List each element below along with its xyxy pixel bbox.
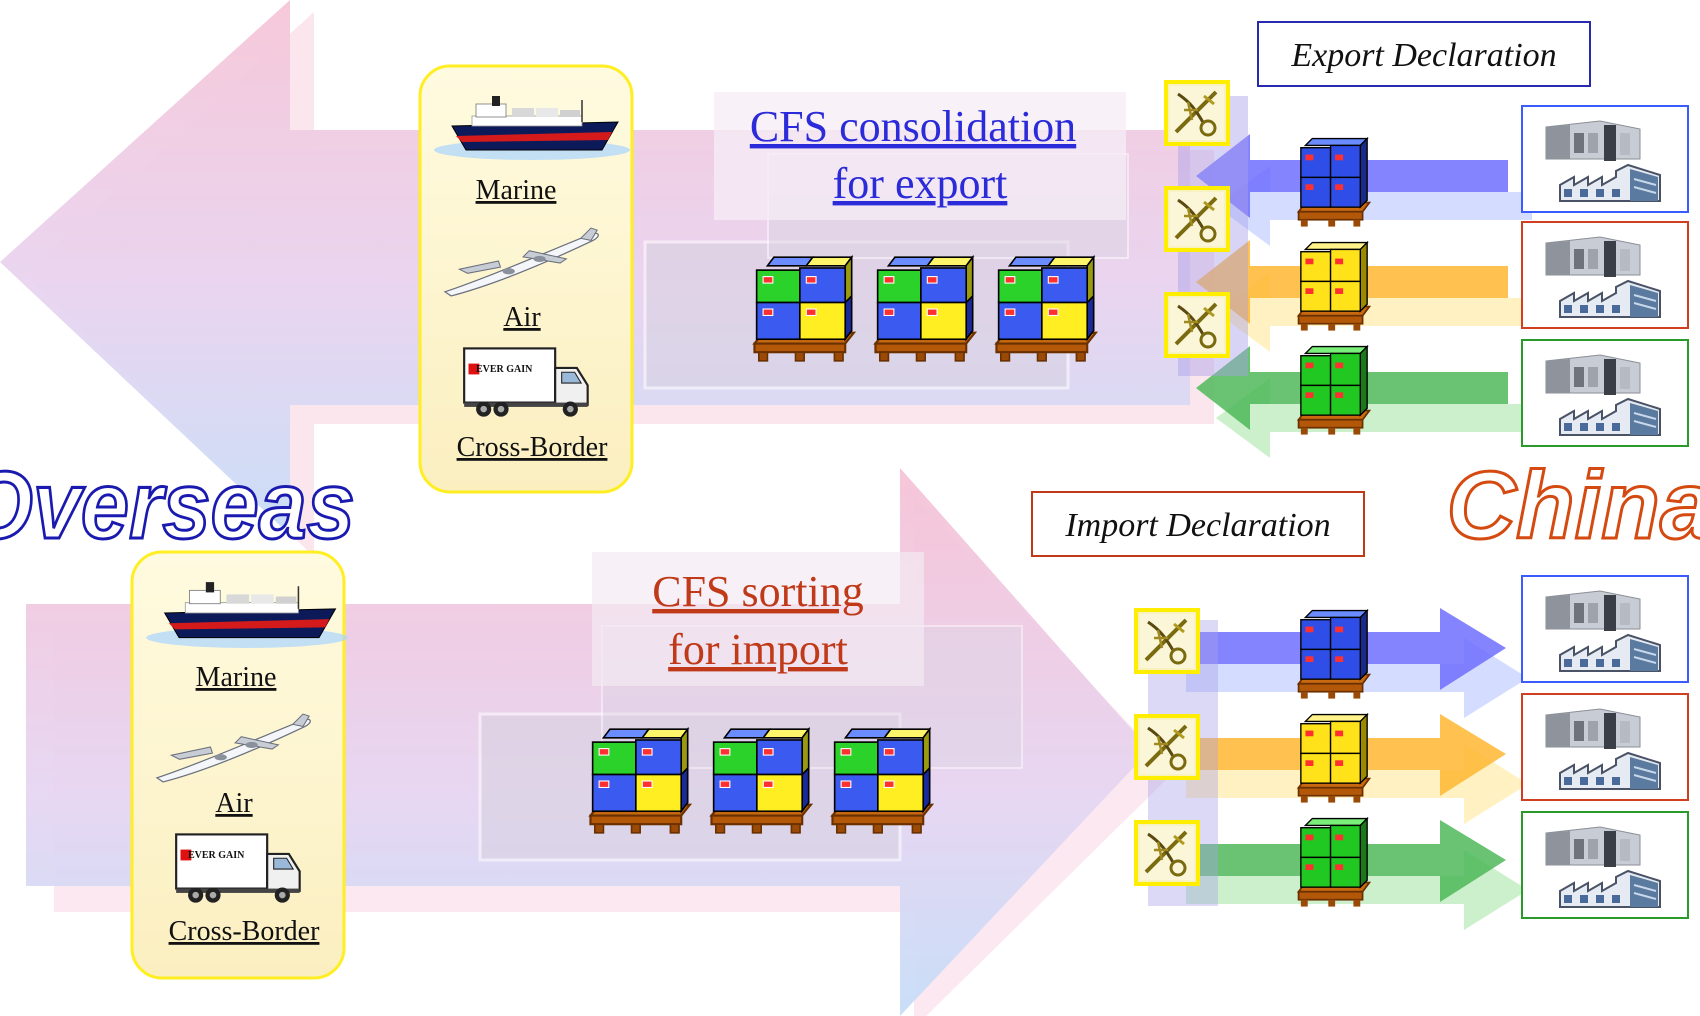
blue-pallet [1297, 137, 1371, 228]
customs-stamp-icon[interactable] [1134, 820, 1200, 886]
customs-stamp-icon[interactable] [1164, 80, 1230, 146]
import-lanes [1134, 575, 1689, 930]
mixed-pallet [710, 728, 812, 834]
truck-brand: EVER GAIN [188, 850, 245, 861]
transport-marine-label[interactable]: Marine [476, 175, 557, 206]
export-declaration-box[interactable]: Export Declaration [1257, 21, 1591, 87]
cfs-import-line2[interactable]: for import [668, 625, 848, 674]
transport-cross-border-label[interactable]: Cross-Border [457, 432, 609, 463]
yellow-pallet [1297, 241, 1371, 332]
yellow-pallet [1297, 713, 1371, 804]
export-lanes [1164, 80, 1689, 458]
cfs-export-line2[interactable]: for export [833, 159, 1008, 208]
customs-stamp-icon[interactable] [1164, 186, 1230, 252]
customs-stamp-icon[interactable] [1134, 714, 1200, 780]
mixed-pallet [995, 256, 1097, 362]
export-transport-box: EVER GAIN Marine Air Cross-Border [418, 64, 634, 494]
cfs-export-line1[interactable]: CFS consolidation [750, 102, 1076, 151]
customs-stamp-icon[interactable] [1134, 608, 1200, 674]
mixed-pallet [874, 256, 976, 362]
mixed-pallet [831, 728, 933, 834]
transport-marine-label[interactable]: Marine [196, 662, 277, 693]
customs-stamp-icon[interactable] [1164, 292, 1230, 358]
import-transport-box: EVER GAIN Marine Air Cross-Border [130, 550, 349, 980]
import-declaration-box[interactable]: Import Declaration [1031, 491, 1365, 557]
transport-cross-border-label[interactable]: Cross-Border [169, 916, 321, 947]
import-cfs-area: CFS sorting for import [478, 552, 1023, 862]
export-declaration-label: Export Declaration [1290, 37, 1556, 74]
import-declaration-label: Import Declaration [1064, 507, 1330, 544]
mixed-pallet [589, 728, 691, 834]
region-china: China [1447, 452, 1700, 559]
green-pallet [1297, 817, 1371, 908]
export-cfs-area: CFS consolidation for export [643, 92, 1129, 390]
region-overseas: Overseas [0, 452, 355, 559]
transport-air-label[interactable]: Air [215, 788, 253, 819]
blue-pallet [1297, 609, 1371, 700]
truck-brand: EVER GAIN [476, 364, 533, 375]
green-pallet [1297, 345, 1371, 436]
mixed-pallet [753, 256, 855, 362]
cfs-import-line1[interactable]: CFS sorting [652, 567, 864, 616]
transport-air-label[interactable]: Air [503, 302, 541, 333]
